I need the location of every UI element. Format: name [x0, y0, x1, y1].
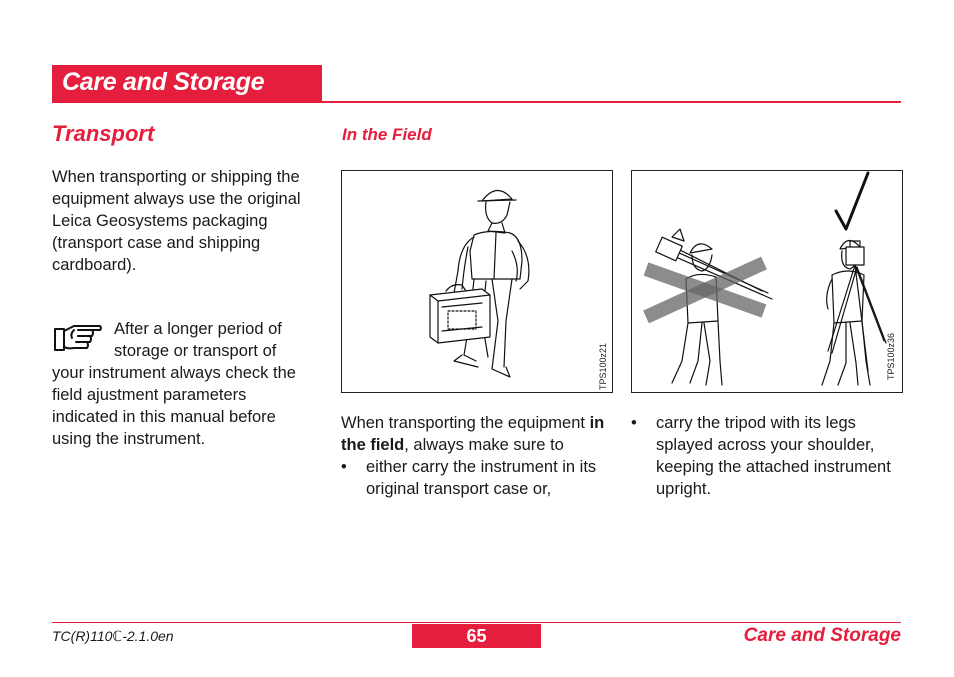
field-instructions: When transporting the equipment in the f…	[341, 412, 611, 500]
footer-section-title: Care and Storage	[743, 625, 901, 646]
pointing-hand-icon	[52, 320, 104, 354]
figure-label: TPS100z36	[886, 332, 896, 380]
field-paragraph-end: , always make sure to	[404, 436, 564, 454]
list-item-text: carry the tripod with its legs splayed a…	[656, 414, 891, 498]
subsection-title: In the Field	[342, 125, 432, 144]
header-rule	[52, 101, 901, 103]
footer-rule	[52, 622, 901, 623]
document-code: TC(R)110ℂ-2.1.0en	[52, 628, 174, 644]
page-number: 65	[466, 626, 487, 646]
page-title: Care and Storage	[62, 68, 265, 96]
field-paragraph: When transporting the equipment in the f…	[341, 412, 611, 456]
note-text: your instrument always check the field a…	[52, 364, 296, 448]
page-number-box	[412, 624, 541, 648]
list-item: • carry the tripod with its legs splayed…	[631, 412, 901, 500]
intro-paragraph: When transporting or shipping the equipm…	[52, 168, 301, 274]
worker-carrying-case-illustration	[429, 189, 530, 378]
list-item: • either carry the instrument in its ori…	[341, 456, 611, 500]
figure-carry-tripod	[631, 170, 903, 393]
title-bar	[52, 65, 322, 101]
list-item-text: either carry the instrument in its origi…	[366, 458, 597, 498]
field-paragraph-start: When transporting the equipment	[341, 414, 590, 432]
bullet-icon: •	[631, 414, 637, 432]
figure-label: TPS100z21	[598, 342, 608, 390]
note-lead-text: After a longer period of storage or tran…	[114, 320, 282, 360]
tripod-carrying-illustration	[643, 171, 887, 386]
figure-carry-case	[341, 170, 613, 393]
bullet-icon: •	[341, 458, 347, 476]
tripod-instructions: • carry the tripod with its legs splayed…	[631, 412, 901, 500]
section-title: Transport	[52, 121, 155, 146]
field-paragraph-emphasis: in the field	[341, 414, 605, 454]
